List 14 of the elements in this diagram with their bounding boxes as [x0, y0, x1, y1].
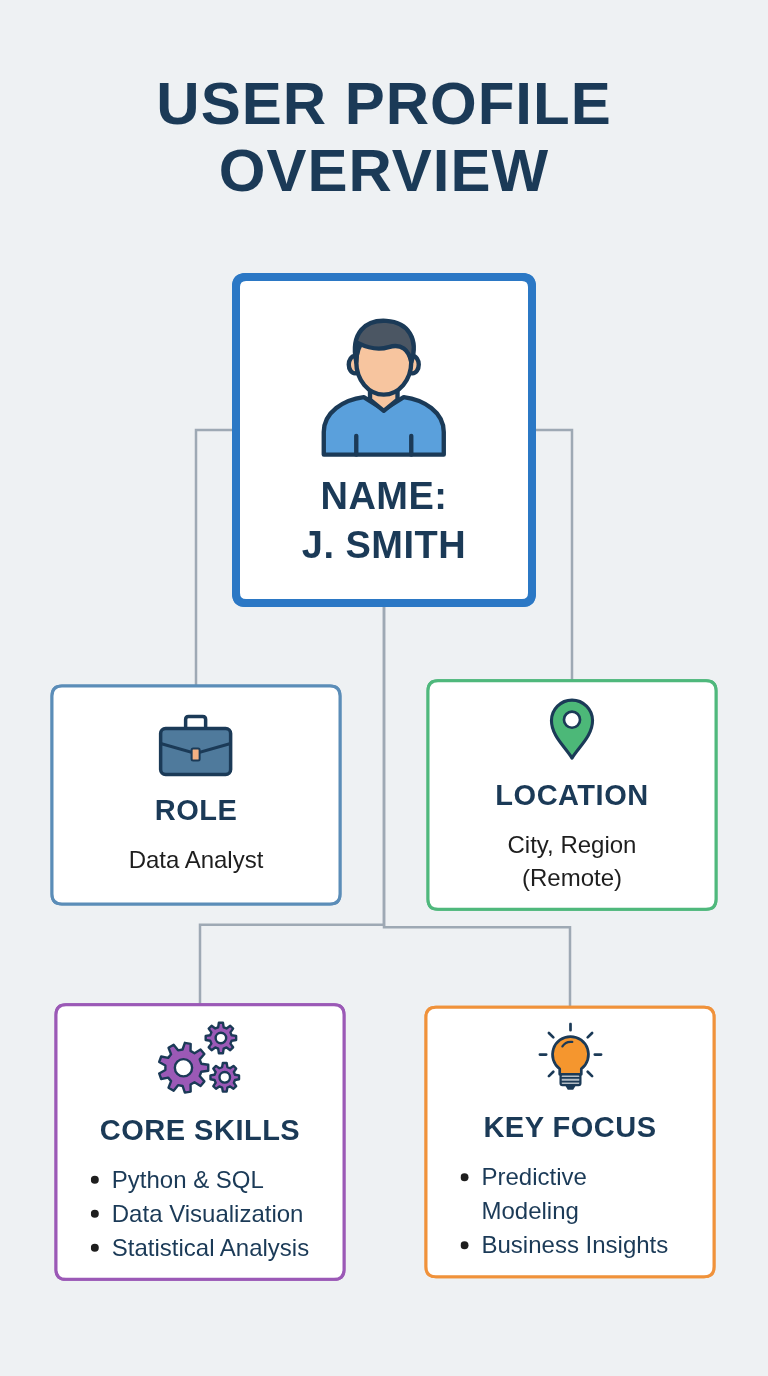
- node-heading: ROLE: [154, 793, 238, 829]
- node-heading: LOCATION: [495, 777, 649, 813]
- field-label: NAME:: [320, 474, 448, 517]
- node-heading: CORE SKILLS: [99, 1112, 301, 1148]
- list-item: Predictive Modeling: [481, 1161, 588, 1226]
- list-item: Business Insights: [481, 1229, 669, 1260]
- list-item: Data Visualization: [111, 1198, 304, 1229]
- node-text: Data Analyst: [128, 844, 264, 875]
- list-item: Statistical Analysis: [111, 1232, 310, 1263]
- node-text: City, Region (Remote): [506, 829, 638, 893]
- node-heading: KEY FOCUS: [483, 1110, 657, 1146]
- list-item: Python & SQL: [111, 1164, 264, 1195]
- field-value: J. SMITH: [301, 524, 467, 566]
- title: USER PROFILE OVERVIEW: [155, 70, 613, 205]
